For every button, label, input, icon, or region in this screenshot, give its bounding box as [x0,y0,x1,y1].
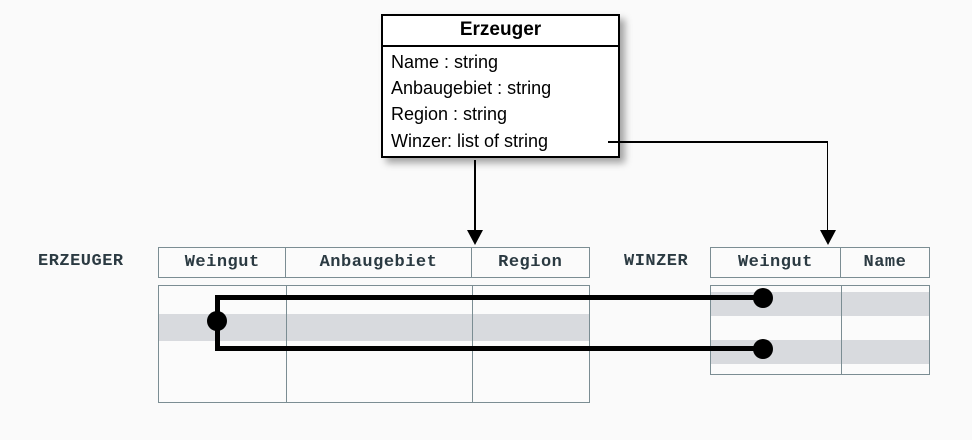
table-header-winzer: Weingut Name [710,247,930,278]
winzer-mapping-line-horizontal [608,141,828,143]
table-body-erzeuger [158,285,590,403]
erzeuger-mapping-line [474,160,476,232]
column-header-erzeuger-region: Region [498,253,563,272]
uml-class-name: Erzeuger [383,16,618,47]
column-header-winzer-name: Name [863,253,907,272]
table-row [711,340,929,364]
column-divider [841,286,842,374]
table-row [159,286,589,314]
uml-attribute-winzer: Winzer: list of string [391,130,549,151]
column-header-erzeuger-anbaugebiet: Anbaugebiet [286,248,472,277]
erzeuger-mapping-arrowhead [467,230,483,245]
table-row [711,316,929,340]
relation-dot-winzer-upper [753,288,773,308]
uml-attribute-anbaugebiet: Anbaugebiet : string [391,78,552,99]
column-divider [472,286,473,402]
relation-dot-erzeuger [207,311,227,331]
table-body-winzer [710,285,930,375]
column-divider [286,286,287,402]
table-header-erzeuger: Weingut Anbaugebiet Region [158,247,590,278]
table-label-winzer: WINZER [624,252,689,271]
uml-class-erzeuger: Erzeuger Name : string Anbaugebiet : str… [381,14,620,158]
relation-link-lower [215,346,761,351]
uml-attribute-list: Name : string Anbaugebiet : string Regio… [383,47,618,156]
table-row [159,314,589,341]
table-label-erzeuger: ERZEUGER [38,252,124,271]
column-header-erzeuger-weingut: Weingut [159,248,287,277]
winzer-mapping-line-vertical [826,141,828,232]
winzer-mapping-arrowhead [820,230,836,245]
relation-link-upper [215,295,761,300]
uml-attribute-name: Name : string [391,51,499,72]
column-header-winzer-weingut: Weingut [711,248,841,277]
table-row [711,364,929,374]
relation-dot-winzer-lower [753,339,773,359]
uml-attribute-region: Region : string [391,104,508,125]
table-row [159,372,589,402]
